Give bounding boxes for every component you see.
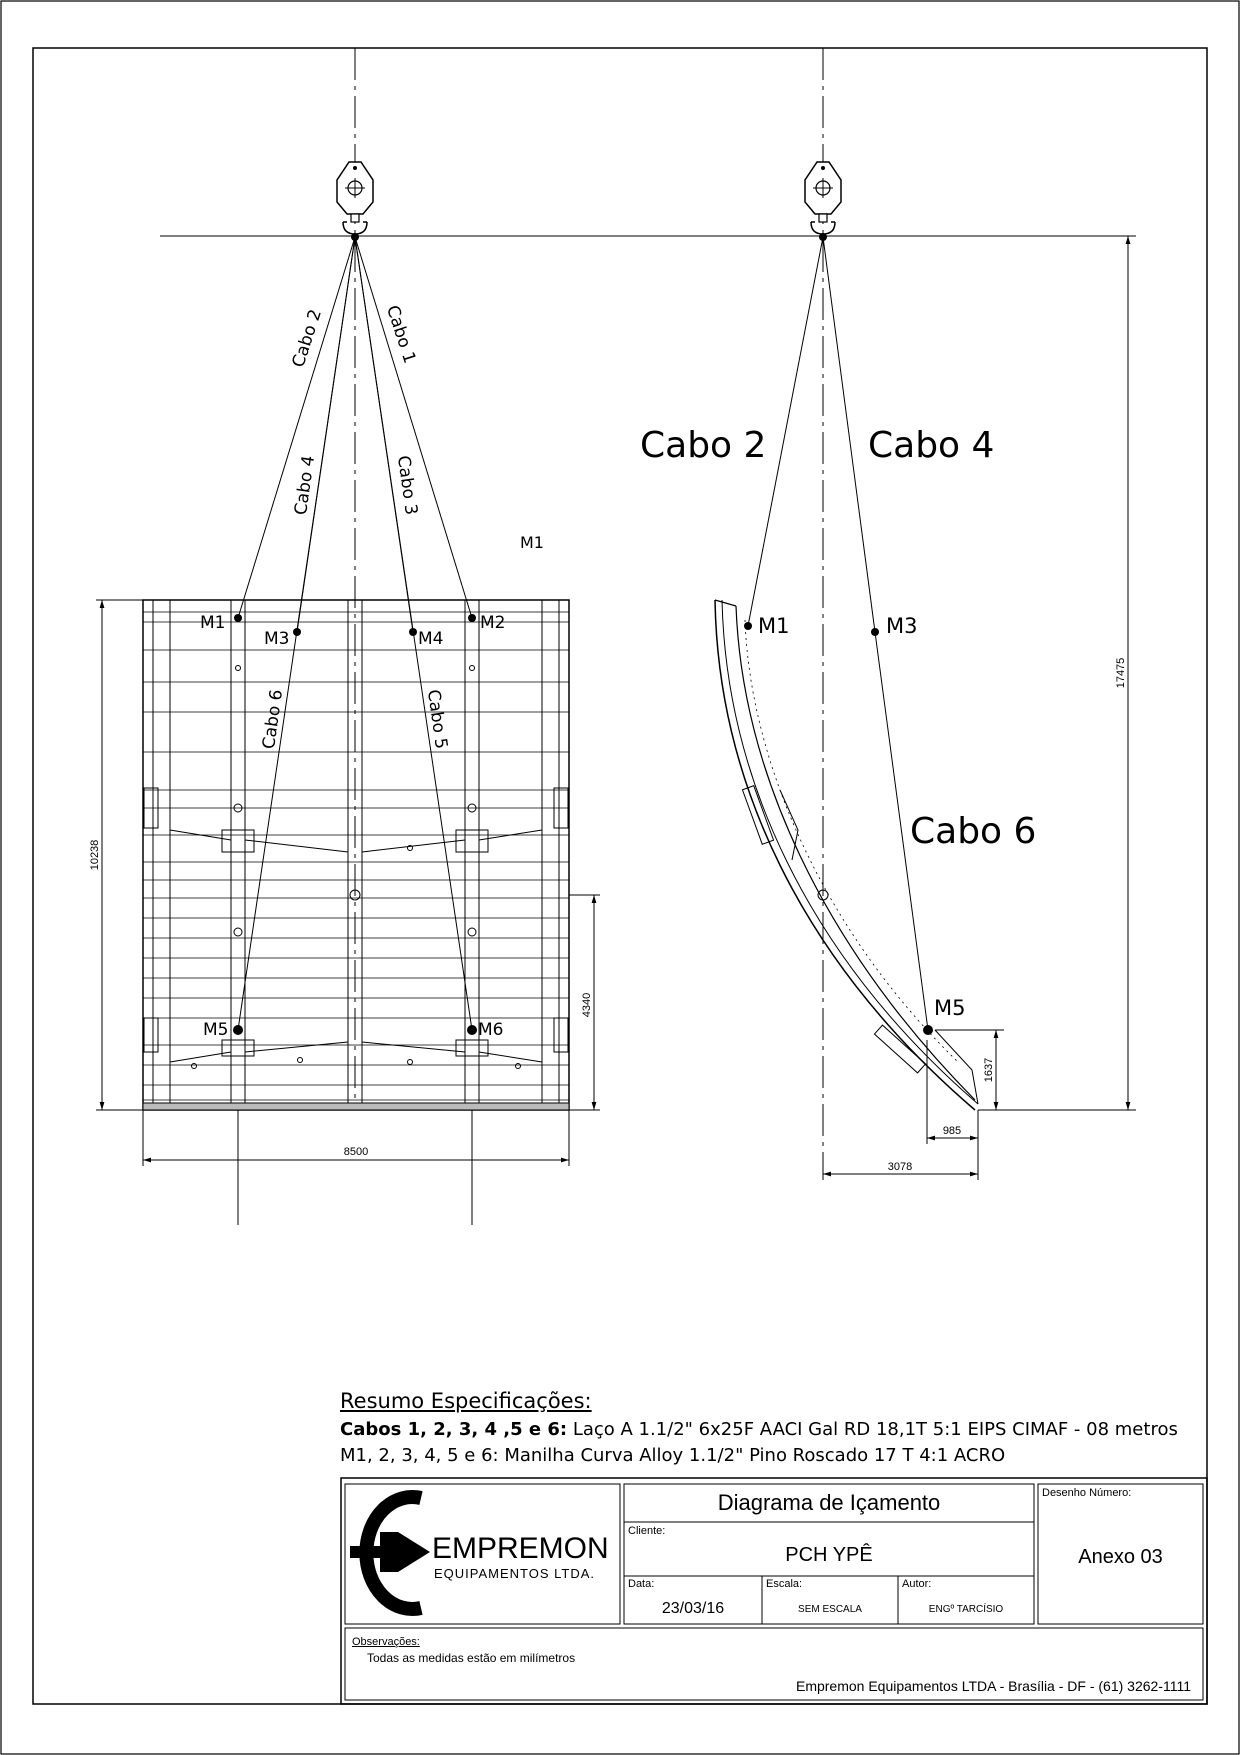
drawing-number: Anexo 03 <box>1078 1546 1163 1568</box>
cable-label: Cabo 1 <box>382 303 419 366</box>
side-dimension-lines <box>823 235 1136 1180</box>
scale-label: Escala: <box>766 1578 803 1590</box>
point-label: M1 <box>200 613 225 633</box>
cable-label: Cabo 6 <box>259 688 287 750</box>
side-lifting-points <box>744 622 933 1035</box>
dimension-value: 17475 <box>1115 658 1127 689</box>
dimension-value: 4340 <box>581 993 593 1017</box>
point-label: M1 <box>520 533 544 552</box>
observations-text: Todas as medidas estão em milímetros <box>367 1651 576 1665</box>
author-value: ENGº TARCÍSIO <box>928 1604 1004 1615</box>
front-dimension-lines <box>96 599 600 1225</box>
point-label: M3 <box>886 614 917 638</box>
dimension-value: 10238 <box>89 840 101 871</box>
cable-label: Cabo 5 <box>423 688 451 750</box>
front-gate-panel <box>142 599 570 1111</box>
point-label: M5 <box>203 1020 228 1040</box>
point-label: M6 <box>478 1020 503 1040</box>
date-label: Data: <box>628 1578 655 1590</box>
point-label: M1 <box>758 614 789 638</box>
dimension-value: 985 <box>943 1125 961 1137</box>
footer-contact: Empremon Equipamentos LTDA - Brasília - … <box>795 1678 1191 1694</box>
date-value: 23/03/16 <box>661 1600 725 1617</box>
cable-label: Cabo 6 <box>910 811 1036 852</box>
specs-line-cables: Cabos 1, 2, 3, 4 ,5 e 6: Laço A 1.1/2" 6… <box>340 1419 1178 1440</box>
company-subtitle: EQUIPAMENTOS LTDA. <box>434 1566 596 1581</box>
point-label: M3 <box>264 629 289 649</box>
scale-value: SEM ESCALA <box>798 1604 862 1615</box>
dimension-value: 3078 <box>888 1161 912 1173</box>
front-lifting-points <box>233 614 477 1035</box>
specs-cables-text: Laço A 1.1/2" 6x25F AACI Gal RD 18,1T 5:… <box>567 1419 1178 1440</box>
side-gate-profile <box>714 599 979 1111</box>
point-label: M5 <box>934 996 965 1020</box>
centerlines <box>354 48 824 1180</box>
cable-label: Cabo 3 <box>393 454 421 516</box>
cable-label: Cabo 2 <box>640 425 766 466</box>
client-label: Cliente: <box>628 1525 666 1537</box>
empremon-logo-icon <box>350 1490 430 1616</box>
client-name: PCH YPÊ <box>785 1544 873 1566</box>
drawing-number-label: Desenho Número: <box>1042 1487 1132 1499</box>
side-cables <box>747 236 929 1031</box>
specs-line-shackles: M1, 2, 3, 4, 5 e 6: Manilha Curva Alloy … <box>340 1445 1006 1466</box>
cable-label: Cabo 4 <box>868 425 994 466</box>
cable-label: Cabo 2 <box>289 307 326 370</box>
observations-label: Observações: <box>352 1636 420 1648</box>
specs-cables-label: Cabos 1, 2, 3, 4 ,5 e 6: <box>340 1419 568 1440</box>
drawing-title: Diagrama de Içamento <box>717 1490 941 1515</box>
company-name: EMPREMON <box>432 1532 609 1565</box>
title-block-frame <box>340 1460 1208 1705</box>
point-label: M4 <box>418 629 443 649</box>
point-label: M2 <box>480 613 505 633</box>
author-label: Autor: <box>902 1578 932 1590</box>
dimension-value: 8500 <box>344 1146 368 1158</box>
dimension-value: 1637 <box>983 1058 995 1082</box>
specs-heading: Resumo Especificações: <box>340 1389 592 1413</box>
